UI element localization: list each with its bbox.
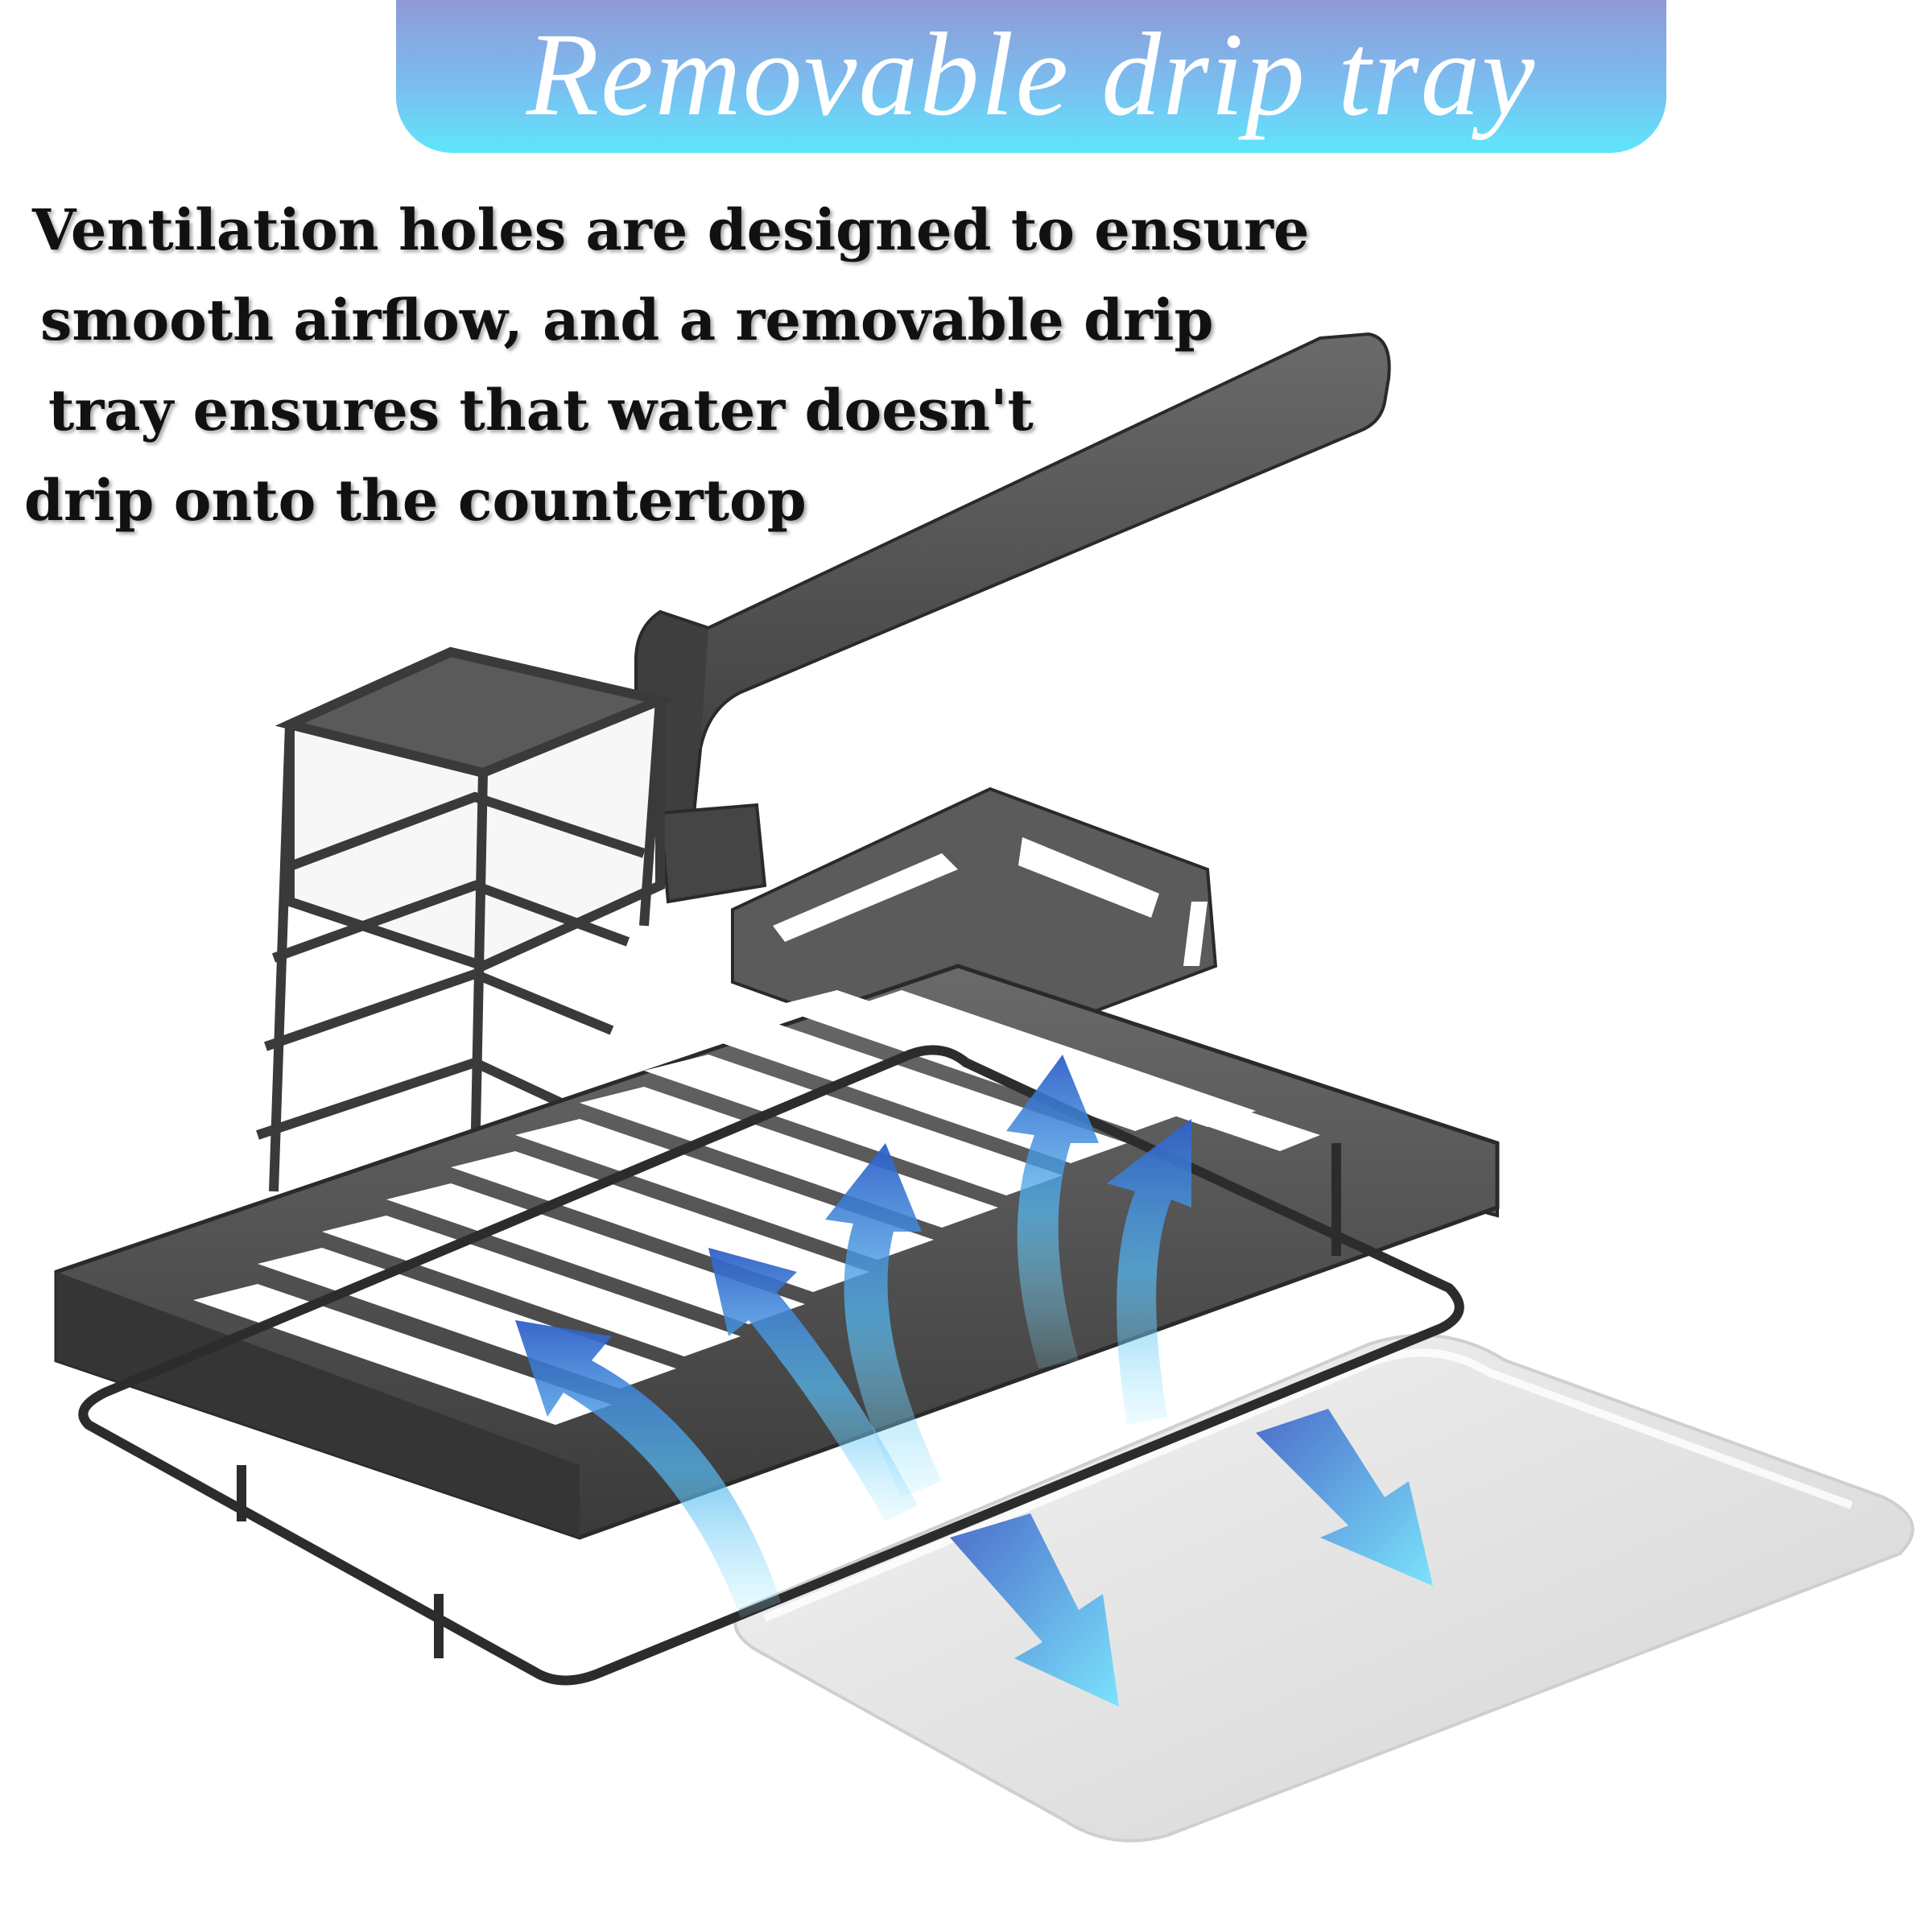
basket-floor [54,964,1500,1540]
title-banner: Removable drip tray [396,0,1666,153]
description-line: smooth airflow, and a removable drip [40,287,1214,353]
up-arrow-icon [515,1320,781,1618]
banner-title: Removable drip tray [526,9,1537,141]
drip-tray [733,1333,1914,1843]
description-line: Ventilation holes are designed to ensure [32,196,1310,263]
up-arrow-icon [708,1248,918,1521]
basket-back-wall [731,786,1218,1065]
utensil-holder [256,646,676,1192]
up-arrow-icon [1006,1055,1099,1368]
down-arrow-icon [950,1513,1119,1707]
up-arrow-icon [1107,1119,1191,1425]
description-line: drip onto the countertop [24,467,807,534]
product-illustration [54,332,1914,1843]
ventilation-slots [193,990,1320,1425]
up-arrow-icon [825,1143,942,1497]
drain-arrows [950,1409,1433,1707]
wire-guard-rail [78,1045,1464,1686]
airflow-arrows [515,1055,1191,1618]
description-line: tray ensures that water doesn't [48,377,1034,444]
description-text: Ventilation holes are designed to ensure… [24,185,1360,546]
down-arrow-icon [1256,1409,1433,1586]
